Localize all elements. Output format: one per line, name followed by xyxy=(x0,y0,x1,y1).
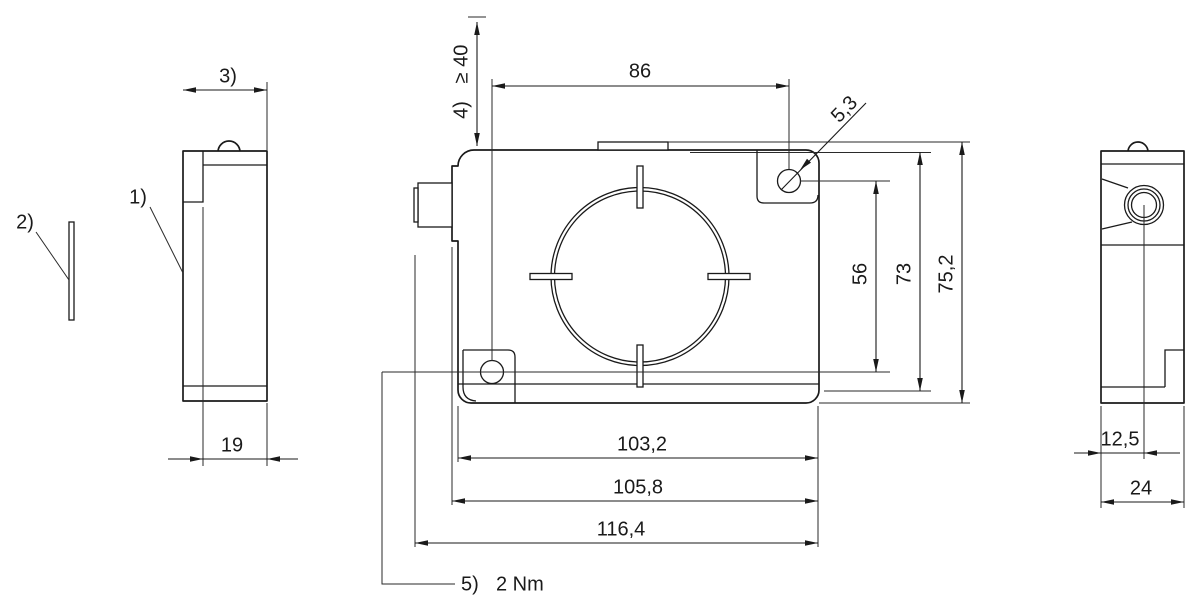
right-side-view: 12,5 24 xyxy=(1074,141,1185,508)
callout-1-label: 1) xyxy=(129,186,147,208)
dim-depth-body: 19 xyxy=(168,434,298,462)
extension-lines-top xyxy=(491,79,790,361)
dim-body-height: 73 xyxy=(893,152,923,391)
dim-total-height: 75,2 xyxy=(935,142,965,403)
tick-top xyxy=(636,165,644,209)
right-view-slant-bottom xyxy=(1101,221,1133,230)
top-tab xyxy=(597,141,669,151)
right-view-step xyxy=(1101,349,1184,388)
front-view-outline xyxy=(451,149,820,404)
callout-5-label: 5) xyxy=(461,573,479,595)
dim-body-height-label: 73 xyxy=(893,263,915,285)
dim-width-total: 116,4 xyxy=(415,518,818,546)
callout-1: 1) xyxy=(129,186,184,274)
dim-hole-spacing-v: 56 xyxy=(849,181,879,372)
left-side-view: 3) 19 1) 2) xyxy=(16,65,298,466)
dim-depth-note: 3) xyxy=(183,65,267,93)
left-view-outline xyxy=(182,150,268,402)
dim-top-width-label: 86 xyxy=(629,60,651,82)
right-view-slant-top xyxy=(1101,178,1129,189)
dim-width-inner: 103,2 xyxy=(458,433,818,461)
dim-depth-total: 24 xyxy=(1101,477,1184,505)
dim-depth-total-label: 24 xyxy=(1130,477,1152,499)
dim-min-clearance: ≥ 40 4) xyxy=(450,16,486,146)
right-view-bump xyxy=(1127,141,1149,153)
left-view-notch xyxy=(183,151,204,203)
left-view-bump xyxy=(217,140,241,153)
dim-width-total-label: 116,4 xyxy=(597,518,646,540)
right-view-outline xyxy=(1100,150,1185,404)
dim-hole-spacing-v-label: 56 xyxy=(849,263,871,285)
pocket-bottom-left xyxy=(462,349,516,403)
dim-connector-offset: 12,5 xyxy=(1074,428,1180,456)
dim-hole-diameter-label: 5,3 xyxy=(827,92,862,127)
dim-depth-body-label: 19 xyxy=(221,434,243,456)
extension-line-75 xyxy=(668,141,970,404)
pocket-top-right xyxy=(756,150,819,204)
front-view: 86 ≥ 40 4) 5,3 56 73 xyxy=(381,16,970,595)
tick-right xyxy=(707,272,751,281)
torque-value: 2 Nm xyxy=(496,573,544,595)
callout-2: 2) xyxy=(16,211,75,321)
callout-5-torque: 5) 2 Nm xyxy=(381,372,544,595)
dim-total-height-label: 75,2 xyxy=(935,255,957,294)
dim-connector-offset-label: 12,5 xyxy=(1101,428,1140,450)
dim-depth-note-label: 3) xyxy=(219,65,237,87)
callout-2-label: 2) xyxy=(16,211,34,233)
connector-plate xyxy=(413,187,419,223)
dim-width-body-label: 105,8 xyxy=(613,476,663,498)
dim-top-width: 86 xyxy=(492,60,789,89)
dim-width-inner-label: 103,2 xyxy=(617,433,667,455)
knockout-circle xyxy=(529,165,751,388)
dim-width-body: 105,8 xyxy=(452,476,818,504)
extension-lines-bottom xyxy=(414,247,819,547)
min-clearance-label: ≥ 40 xyxy=(450,45,472,84)
right-view-extensions xyxy=(1100,406,1185,508)
tick-bottom xyxy=(636,344,644,388)
tick-left xyxy=(529,272,573,281)
connector-body xyxy=(417,182,453,228)
gasket-strip xyxy=(68,221,75,321)
callout-4-label: 4) xyxy=(450,101,472,119)
